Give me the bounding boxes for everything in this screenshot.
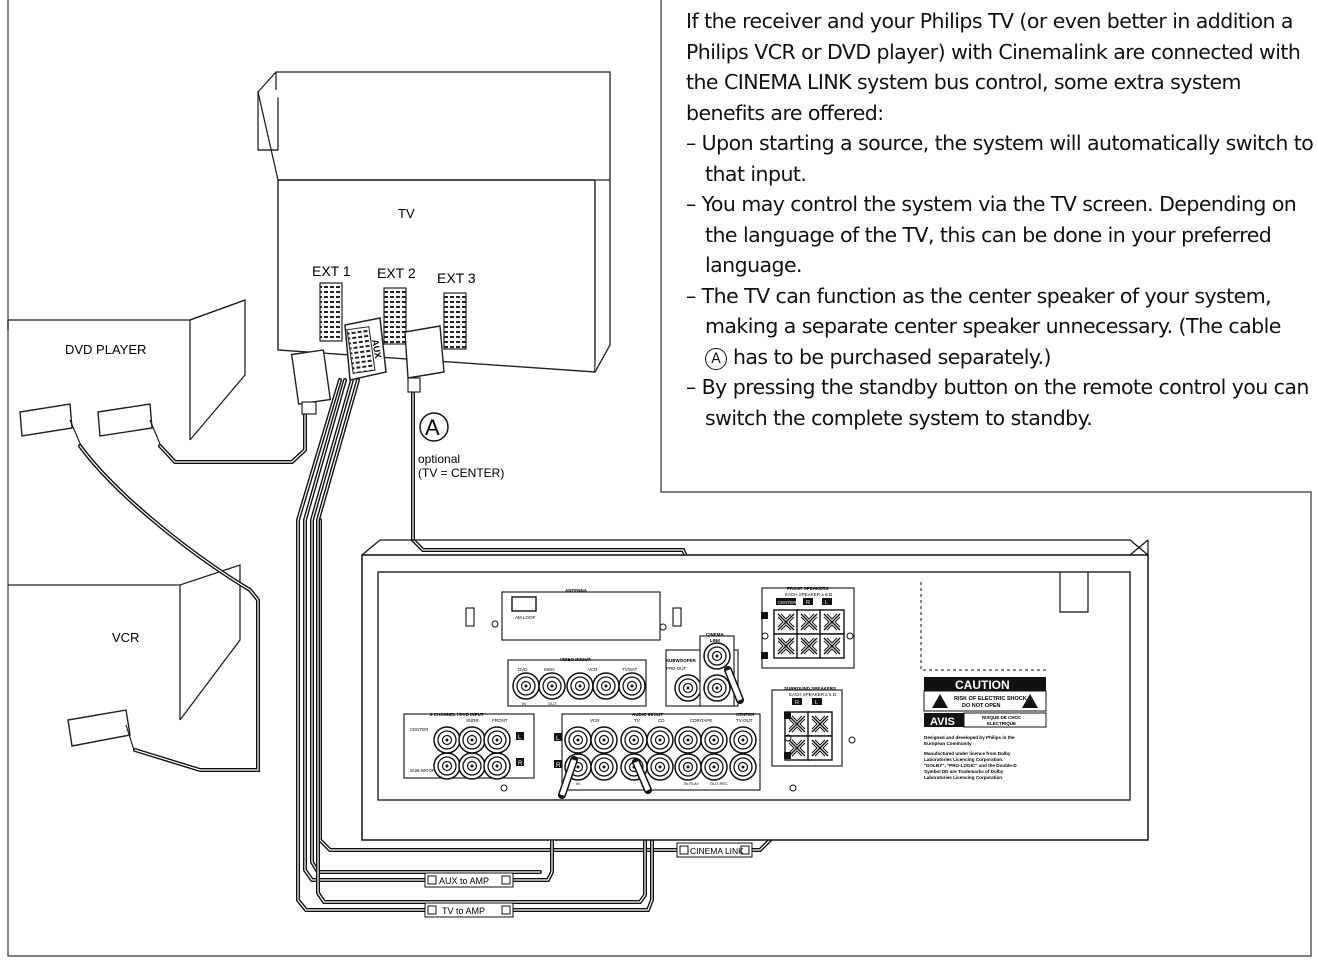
do-not-open-label: DO NOT OPEN [962,703,1001,709]
subwoofer-label: SUBWOOFER [666,658,696,663]
instruction-text-panel: If the receiver and your Philips TV (or … [662,0,1314,492]
ext2-label: EXT 2 [377,265,416,281]
audio-vcr-label: VCR [590,718,600,723]
receiver-rear-panel: ANTENNA AM LOOP VIDEO IN/OUT DVD MON VCR… [361,539,1149,841]
audio-in-label: IN [576,781,580,786]
bullet-auto-switch: – Upon starting a source, the system wil… [686,131,1314,186]
audio-cdr-tape-label: CDR/TAPE [690,718,712,723]
cinema-link-label: CINEMA LINK [690,846,744,856]
audio-r-label: R [556,763,561,769]
audio-out-rec-label: OUT REC [710,781,728,786]
cable-a-marker: A optional (TV = CENTER) [418,412,504,480]
scart-plug-ext3 [404,325,445,393]
audio-l-label: L [556,736,560,742]
avis-label: AVIS [930,716,955,728]
front-l-label: L [825,600,828,606]
dolby-line-2: Laboratories Licencing Corporation. [924,757,1003,762]
designed-by-label: Designed and developed by Philips in the [924,735,1015,740]
bullet-tv-screen-control: – You may control the system via the TV … [686,192,1297,277]
audio-tv-out-label: TV-OUT [736,718,753,723]
risk-shock-label: RISK OF ELECTRIC SHOCK [954,696,1027,702]
dolby-line-4: Symbol DD are Trademarks of Dolby [924,769,1004,774]
ext1-label: EXT 1 [312,263,351,279]
audio-cd-label: CD [658,718,665,723]
scart-plug-ext1 [290,349,332,415]
front-r-label: R [806,600,810,606]
dolby-line-1: Manufactured under licence from Dolby [924,751,1011,756]
video-mon-label: MON [544,667,555,672]
ext2-socket [383,287,407,345]
audio-tv-label: TV [634,718,640,723]
audio-center-label: CENTER [736,712,755,717]
cable-label-tv: TV to AMP [424,902,514,918]
bullet-tv-center-speaker: – The TV can function as the center spea… [686,281,1317,373]
am-loop-label: AM LOOP [515,615,536,620]
six-center-label: CENTER [410,727,429,732]
intro-paragraph: If the receiver and your Philips TV (or … [686,9,1301,125]
cable-label-cinema-link: CINEMA LINK [676,842,753,858]
video-tvsat-label: TV/SAT [622,667,638,672]
video-vcr-label: VCR [588,667,598,672]
tv-to-amp-label: TV to AMP [442,906,485,916]
video-dvd-label: DVD [518,667,528,672]
video-in-label: IN [522,701,526,706]
vcr: VCR [8,564,241,751]
audio-inout-label: AUDIO IN/OUT [632,712,663,717]
front-speakers-label: FRONT SPEAKERS [787,586,829,591]
link-label: LINK [710,638,721,643]
bullet-tv-center-text: – The TV can function as the center spea… [686,283,1281,339]
cable-label-aux: AUX to AMP [424,872,514,888]
scart-plug-ext2: AUX [344,317,387,381]
front-each-speaker-label: EACH SPEAKER ≥ 6 Ω [785,592,833,597]
ext3-label: EXT 3 [437,270,476,286]
surround-r-label: R [795,700,799,706]
bullet-standby: – By pressing the standby button on the … [686,375,1309,430]
cinema-label: CINEMA [706,632,724,637]
bullet-purchase-text: has to be purchased separately.) [732,344,1052,369]
vcr-label: VCR [112,630,139,645]
scart-aux-mark: AUX [370,339,383,359]
cable-tv-center-label: (TV = CENTER) [418,466,504,480]
six-surr-label: SURR. [466,718,480,723]
european-community-label: European Community [924,741,972,746]
six-front-label: FRONT [492,718,508,723]
audio-in-play-label: IN PLAY [684,781,699,786]
pre-out-label: PRE-OUT [666,666,687,671]
caution-label: CAUTION [955,678,1010,692]
dvd-player: DVD PLAYER [7,299,246,449]
video-out-label: OUT [548,701,557,706]
dolby-line-5: Laboratories Licencing Corporation. [924,775,1003,780]
risque-label: RISQUE DE CHOC [982,715,1022,720]
electrique-label: ELECTRIQUE [987,721,1016,726]
tv-label: TV [398,206,415,221]
ext3-socket [443,292,467,350]
six-l-label: L [518,735,522,741]
circled-a-icon: A [705,347,727,370]
outer-frame [7,0,1312,957]
six-channel-label: 6 CHANNEL / DVD INPUT [430,712,484,717]
video-inout-label: VIDEO IN/OUT [560,657,591,662]
antenna-label: ANTENNA [565,588,588,593]
surround-each-speaker-label: EACH SPEAKER ≥ 6 Ω [789,692,837,697]
aux-to-amp-label: AUX to AMP [439,876,489,886]
six-sub-woofer-label: SUB-WOOFER [410,768,442,773]
front-center-label: CENTER [778,600,797,605]
cable-optional-label: optional [418,452,460,466]
dolby-line-3: "DOLBY", "PRO-LOGIC" and the Double-D [924,763,1017,768]
dvd-label: DVD PLAYER [65,342,146,357]
cable-a-letter: A [425,415,440,440]
six-r-label: R [518,761,523,767]
ext1-socket [319,282,343,342]
surround-l-label: L [815,700,818,706]
surround-speakers-label: SURROUND SPEAKERS [784,686,836,691]
